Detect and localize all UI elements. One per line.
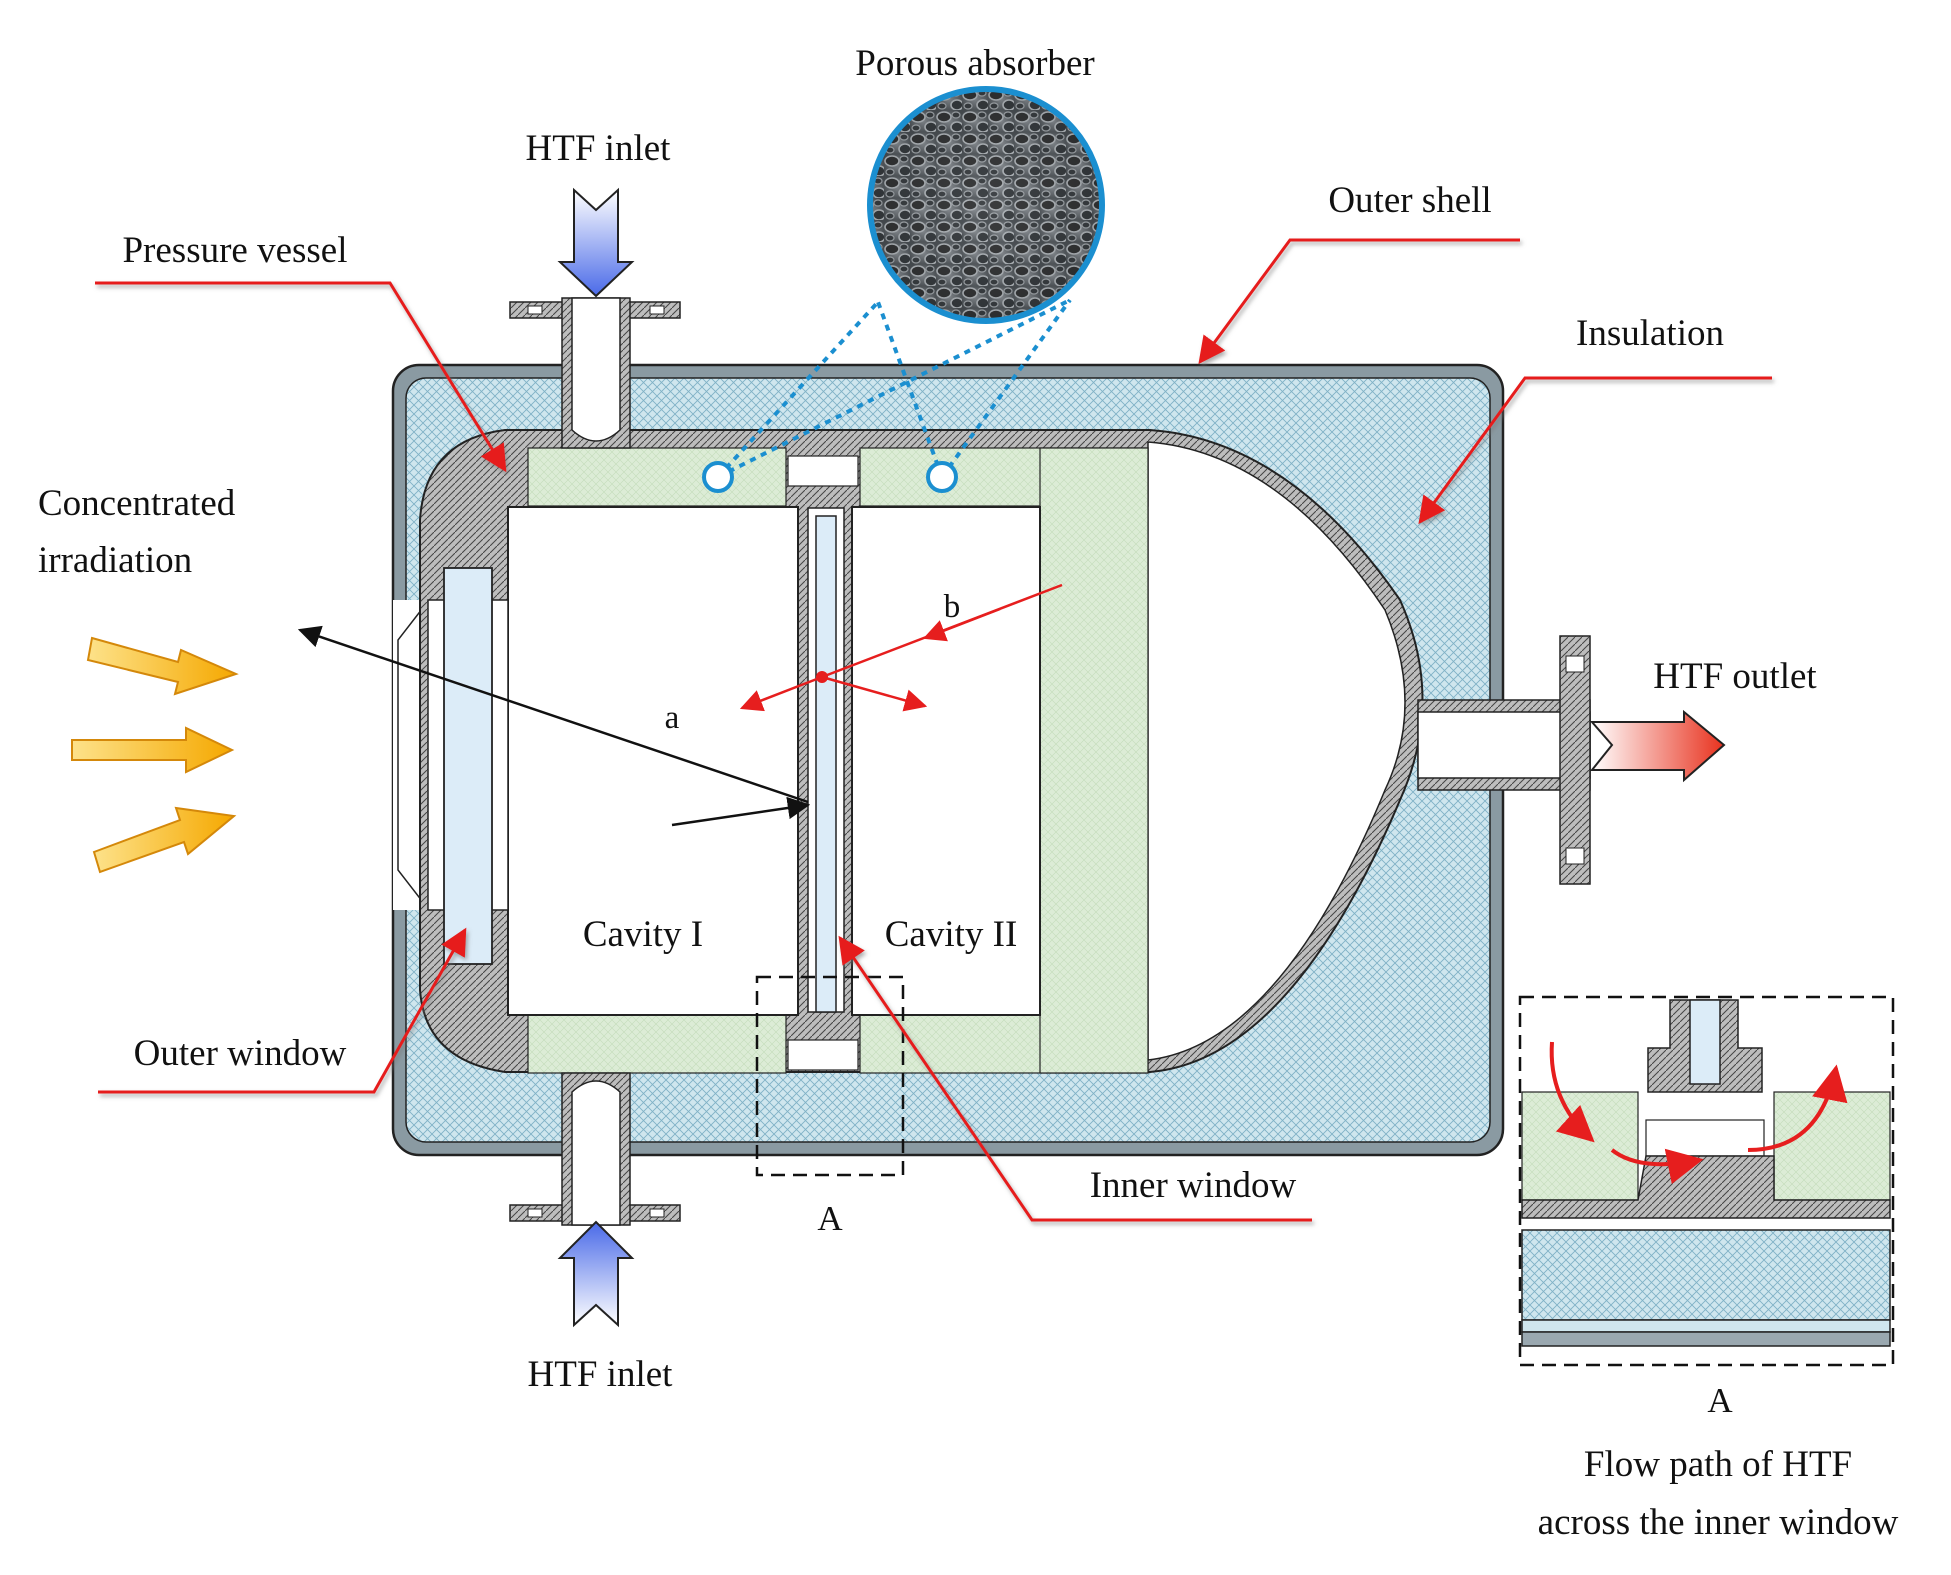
porous-absorber-magnifier — [702, 86, 1105, 493]
label-pressure-vessel: Pressure vessel — [122, 230, 347, 271]
label-irradiation: irradiation — [38, 540, 192, 581]
label-htf-outlet: HTF outlet — [1653, 656, 1817, 697]
porous-absorber-top-left — [527, 447, 787, 507]
porous-absorber-right — [1039, 447, 1149, 1074]
label-inner-window: Inner window — [1090, 1165, 1297, 1206]
cavity-2 — [851, 506, 1041, 1016]
label-inset-caption-2: across the inner window — [1538, 1502, 1899, 1543]
label-ray-b: b — [944, 589, 961, 625]
ray-b-point — [816, 671, 828, 683]
label-htf-inlet-bottom: HTF inlet — [528, 1354, 674, 1395]
label-insulation: Insulation — [1576, 313, 1724, 354]
detail-a-box — [755, 975, 905, 1177]
cavity-1 — [507, 506, 799, 1016]
label-detail-a: A — [817, 1199, 843, 1238]
htf-inlet-arrow-top — [557, 187, 635, 298]
label-outer-window: Outer window — [134, 1033, 347, 1074]
label-concentrated: Concentrated — [38, 483, 236, 524]
label-detail-a-inset: A — [1707, 1381, 1733, 1420]
absorber-marker-right — [926, 461, 958, 493]
htf-inlet-pipe-top — [509, 297, 681, 449]
label-porous-absorber: Porous absorber — [855, 43, 1094, 84]
absorber-marker-left — [702, 461, 734, 493]
inner-window — [815, 515, 837, 1013]
ray-a-reflected — [297, 625, 809, 804]
ray-a-incident — [671, 796, 811, 827]
label-cavity-1: Cavity I — [583, 914, 703, 955]
porous-absorber-bottom-left — [527, 1014, 787, 1074]
htf-inlet-arrow-bottom — [557, 1220, 635, 1328]
label-outer-shell: Outer shell — [1328, 180, 1491, 221]
htf-outlet-pipe — [1417, 635, 1591, 885]
htf-inlet-pipe-bottom — [509, 1072, 681, 1226]
leader-lines — [95, 238, 1772, 1222]
inset-detail-a — [1518, 995, 1895, 1367]
label-ray-a: a — [665, 700, 680, 736]
label-inset-caption-1: Flow path of HTF — [1584, 1444, 1852, 1485]
outer-window — [443, 567, 493, 965]
label-htf-inlet-top: HTF inlet — [526, 128, 672, 169]
htf-outlet-arrow — [1589, 709, 1726, 783]
ray-b-scatter-right — [821, 675, 928, 712]
ray-b-scatter-left — [739, 675, 823, 712]
dome-cavity — [1147, 441, 1406, 1061]
irradiation-arrows — [71, 636, 239, 874]
label-cavity-2: Cavity II — [885, 914, 1018, 955]
